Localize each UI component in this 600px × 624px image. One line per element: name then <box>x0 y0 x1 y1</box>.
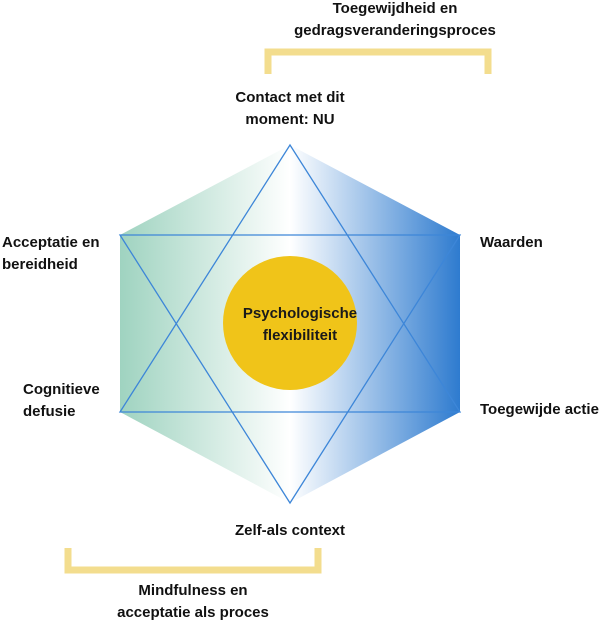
bottom-left-bracket <box>64 548 322 574</box>
center-circle <box>223 256 357 390</box>
label-acceptance-line2: bereidheid <box>2 256 78 273</box>
label-present-moment-line2: moment: NU <box>245 111 335 128</box>
label-self-as-context: Zelf-als context <box>234 522 346 539</box>
label-defusion-line1: Cognitieve <box>23 381 100 398</box>
label-acceptance: Acceptatie en bereidheid <box>2 232 100 276</box>
star-triangle-down <box>118 234 462 505</box>
star-triangle-up <box>118 143 462 413</box>
label-defusion: Cognitieve defusie <box>23 379 100 423</box>
label-present-moment: Contact met dit moment: NU <box>205 87 375 131</box>
label-values: Waarden <box>480 234 543 251</box>
center-label-line2: flexibiliteit <box>262 327 338 344</box>
label-defusion-line2: defusie <box>23 403 76 420</box>
label-commitment-process: Toegewijdheid en gedragsveranderingsproc… <box>280 0 510 42</box>
center-label-psychological-flexibility: Psychologische flexibiliteit <box>220 303 380 347</box>
center-label-line1: Psychologische <box>242 305 358 322</box>
label-mindfulness-process-line2: acceptatie als proces <box>117 604 269 621</box>
label-mindfulness-process-line1: Mindfulness en <box>138 582 248 599</box>
top-right-bracket <box>264 48 492 74</box>
label-committed-action: Toegewijde actie <box>480 401 599 418</box>
label-mindfulness-process: Mindfulness en acceptatie als proces <box>88 580 298 624</box>
label-present-moment-line1: Contact met dit <box>235 89 345 106</box>
label-commitment-process-line1: Toegewijdheid en <box>332 0 458 17</box>
label-commitment-process-line2: gedragsveranderingsproces <box>294 22 496 39</box>
label-acceptance-line1: Acceptatie en <box>2 234 100 251</box>
